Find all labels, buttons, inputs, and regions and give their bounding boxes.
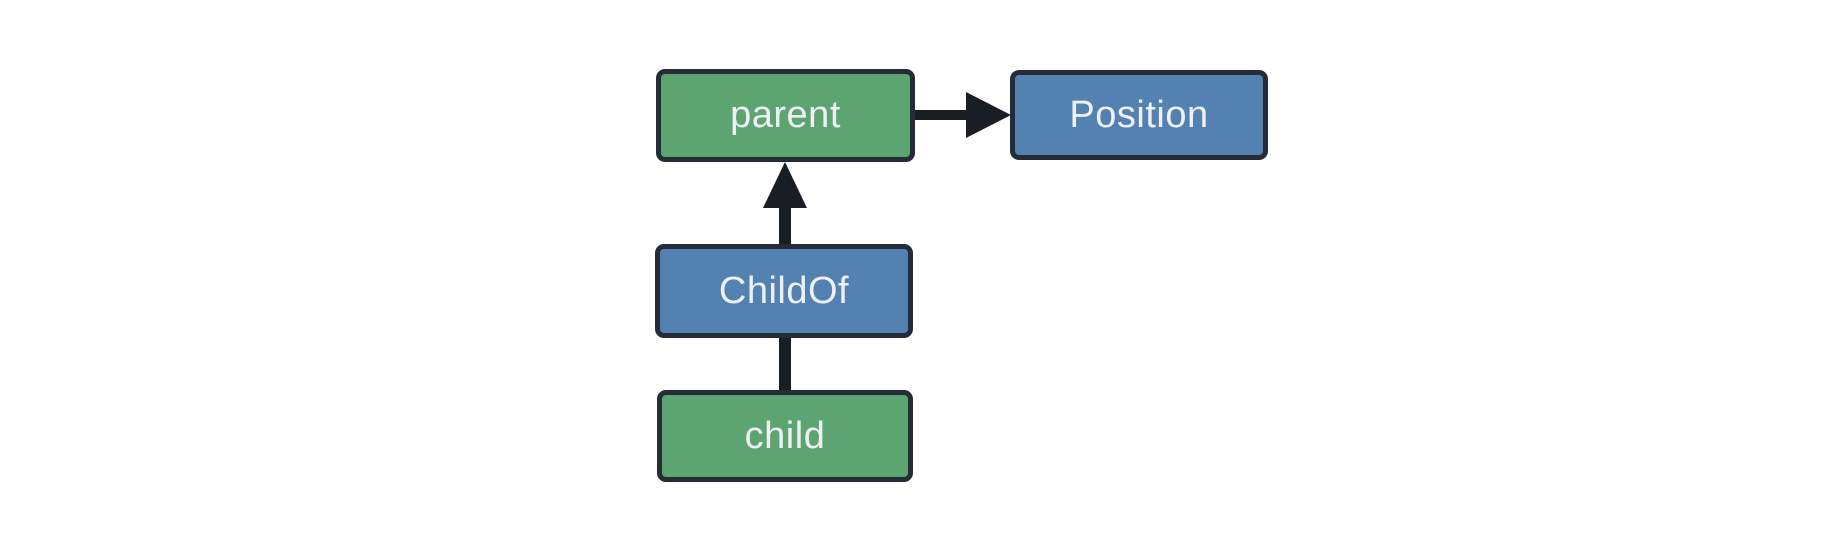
node-child-label: child xyxy=(744,414,826,457)
node-childof-label: ChildOf xyxy=(718,269,850,312)
node-position-label: Position xyxy=(1069,93,1209,136)
node-parent-label: parent xyxy=(730,94,841,136)
node-childof: ChildOf xyxy=(655,244,913,338)
edge-childof-to-parent xyxy=(763,162,807,246)
node-child: child xyxy=(657,390,913,482)
arrowhead-up-icon xyxy=(763,162,807,208)
node-parent: parent xyxy=(656,69,915,162)
edge-parent-to-position xyxy=(915,92,1011,138)
arrowhead-right-icon xyxy=(966,92,1011,138)
node-position: Position xyxy=(1010,70,1268,160)
